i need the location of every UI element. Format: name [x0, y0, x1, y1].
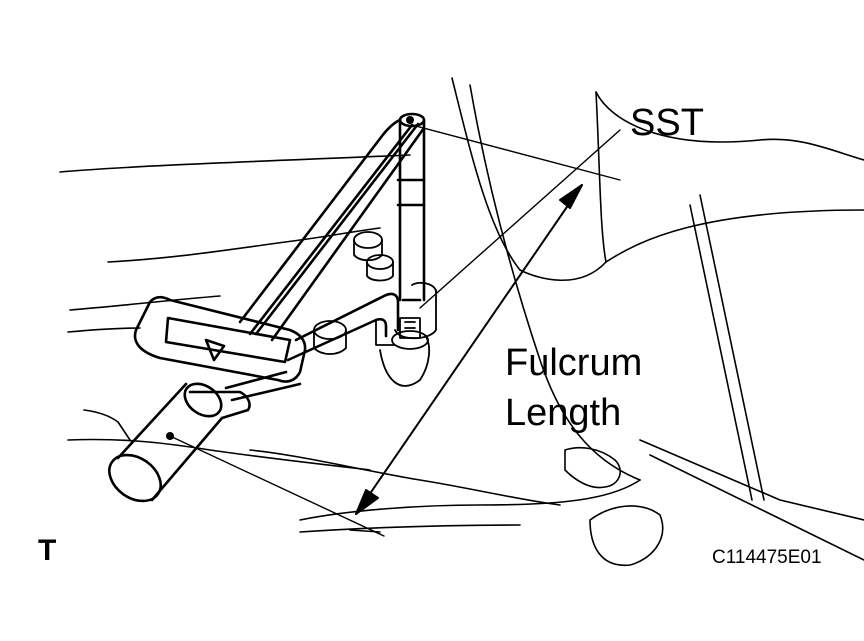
- pivot-dot: [406, 116, 414, 124]
- tool-label: SST: [630, 102, 704, 144]
- dimension-label-line1: Fulcrum: [505, 342, 643, 384]
- figure-code: C114475E01: [712, 547, 822, 568]
- dimension-label-line2: Length: [505, 392, 622, 434]
- grip-dot: [166, 432, 174, 440]
- background-contours: [59, 77, 864, 566]
- leader-lines: [169, 124, 621, 537]
- fulcrum-length-arrow: [355, 184, 583, 515]
- sst-tool-plate: [133, 292, 400, 402]
- engine-parts: [313, 231, 437, 387]
- view-marker: T: [38, 534, 57, 567]
- sst-tool-shaft: [238, 112, 426, 342]
- sst-handle-grip: [108, 382, 251, 503]
